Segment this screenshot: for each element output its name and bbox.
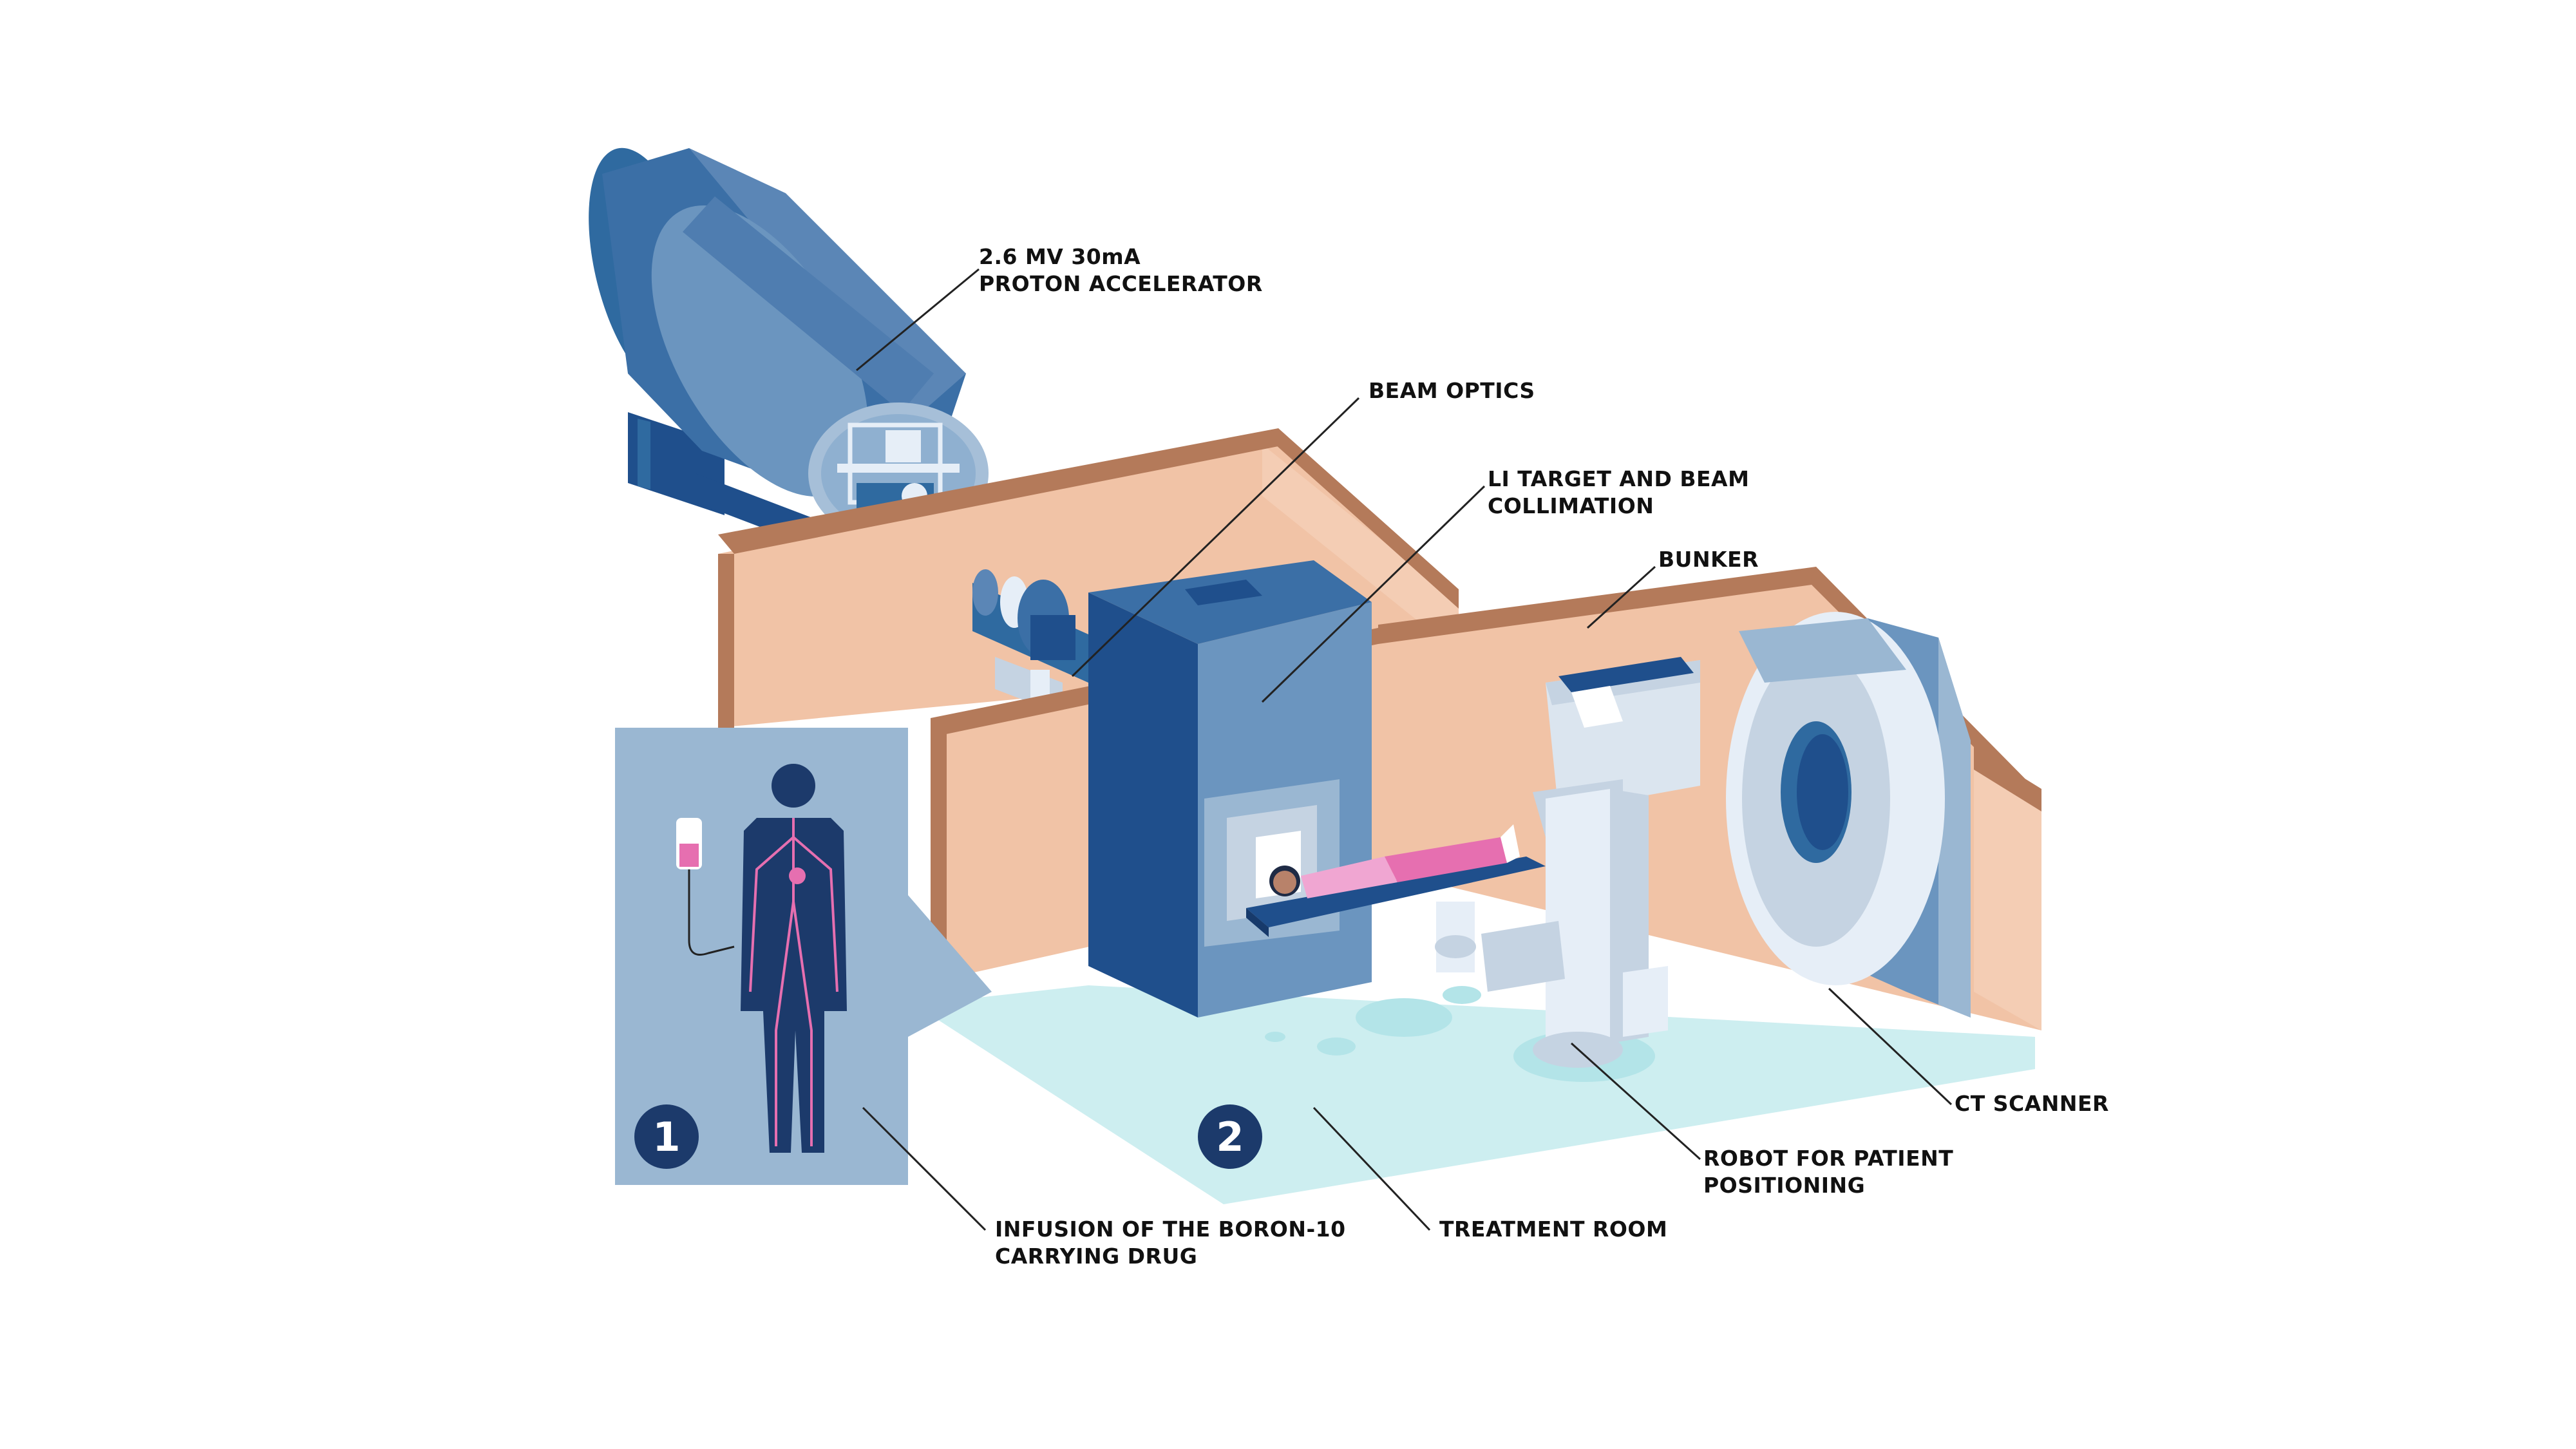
step-1-badge <box>634 1104 699 1169</box>
treatment-room-floor <box>914 985 2035 1204</box>
positioning-robot <box>1481 657 1700 1068</box>
infusion-panel: 1 <box>615 728 992 1185</box>
labels: 2.6 MV 30mA PROTON ACCELERATOR BEAM OPTI… <box>979 244 2109 1269</box>
leader-lines <box>856 268 1953 1231</box>
step-1-number: 1 <box>652 1113 680 1160</box>
patient-couch <box>1246 824 1546 972</box>
li-target-housing <box>1088 560 1372 1018</box>
step-2-number: 2 <box>1216 1113 1244 1160</box>
label-ct-scanner: CT SCANNER <box>1955 1091 2109 1116</box>
ct-scanner <box>1726 612 1971 1018</box>
label-infusion: INFUSION OF THE BORON-10 CARRYING DRUG <box>995 1217 1354 1269</box>
label-bunker: BUNKER <box>1658 547 1759 572</box>
label-li-target: LI TARGET AND BEAM COLLIMATION <box>1488 466 1757 518</box>
proton-accelerator <box>589 147 989 554</box>
label-robot: ROBOT FOR PATIENT POSITIONING <box>1703 1146 1961 1198</box>
label-beam-optics: BEAM OPTICS <box>1368 378 1535 403</box>
label-treatment-room: TREATMENT ROOM <box>1439 1217 1667 1242</box>
step-2-badge <box>1198 1104 1262 1169</box>
label-accelerator: 2.6 MV 30mA PROTON ACCELERATOR <box>979 244 1263 296</box>
